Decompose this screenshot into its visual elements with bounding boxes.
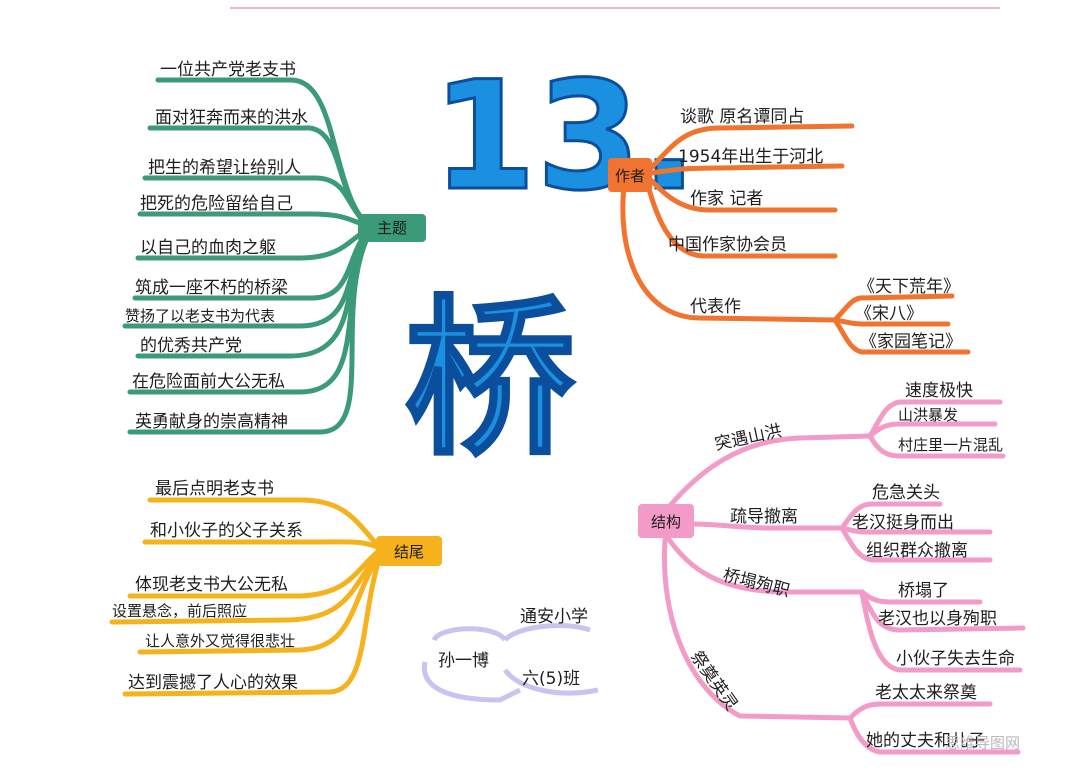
ending-hub: [376, 536, 442, 566]
theme-item-2: 面对狂奔而来的洪水: [155, 108, 308, 128]
structure-detail-1-3: 村庄里一片混乱: [898, 436, 1003, 454]
structure-detail-2-1: 危急关头: [872, 483, 940, 503]
author-item-5: 代表作: [690, 297, 741, 317]
ending-link-4: [109, 549, 383, 625]
ending-item-5: 让人意外又觉得很悲壮: [145, 632, 295, 650]
theme-item-5: 以自己的血肉之躯: [140, 238, 276, 258]
structure-link-1: [665, 433, 873, 511]
signature-link-school: [503, 622, 591, 642]
signature-class: 六(5)班: [522, 669, 580, 689]
ending-item-6: 达到震撼了人心的效果: [128, 673, 298, 693]
signature-area: 通安小学 孙一博 六(5)班: [421, 607, 599, 703]
author-link-5: [620, 175, 838, 323]
structure-section-3: 桥塌殉职: [721, 565, 792, 601]
ending-link-5: [137, 551, 383, 655]
theme-item-9: 在危险面前大公无私: [132, 372, 285, 392]
structure-section-2: 疏导撤离: [730, 507, 798, 527]
structure-link-3: [665, 535, 865, 595]
detail-link-2-3: [839, 525, 993, 563]
author-work-1: 《天下荒年》: [858, 277, 960, 297]
ending-link-1: [147, 497, 383, 551]
ending-branch: [109, 497, 383, 697]
detail-link-2-1: [839, 501, 943, 531]
structure-detail-3-3: 小伙子失去生命: [896, 649, 1015, 669]
signature-school: 通安小学: [520, 607, 588, 627]
theme-link-10: [127, 225, 375, 435]
signature-name: 孙一博: [438, 651, 489, 671]
ending-item-4: 设置悬念，前后照应: [112, 602, 247, 620]
theme-item-1: 一位共产党老支书: [160, 60, 296, 80]
structure-detail-4-2: 她的丈夫和儿子: [866, 731, 985, 751]
theme-hub-label: 主题: [377, 219, 407, 237]
author-hub: [608, 158, 652, 192]
author-item-2: 1954年出生于河北: [678, 147, 823, 167]
ending-item-2: 和小伙子的父子关系: [150, 521, 303, 541]
structure-link-2: [687, 521, 845, 531]
detail-link-4-2: [847, 715, 1021, 755]
author-work-2: 《宋八》: [855, 304, 923, 324]
author-hub-label: 作者: [615, 167, 645, 185]
structure-detail-3-2: 老汉也以身殉职: [878, 609, 997, 629]
signature-arc-lower: [421, 661, 522, 703]
works-link-1: [832, 293, 955, 323]
ending-link-6: [122, 553, 383, 697]
theme-item-6: 筑成一座不朽的桥梁: [135, 278, 288, 298]
theme-item-4: 把死的危险留给自己: [140, 194, 293, 214]
lesson-title: 桥: [405, 281, 575, 479]
author-item-1: 谈歌 原名谭同占: [680, 107, 804, 127]
ending-hub-label: 结尾: [394, 543, 424, 561]
ending-item-1: 最后点明老支书: [155, 479, 274, 499]
ending-item-3: 体现老支书大公无私: [135, 575, 288, 595]
signature-link-class: [503, 668, 599, 696]
works-link-3: [832, 317, 971, 355]
theme-hub: [358, 214, 426, 242]
structure-detail-1-1: 速度极快: [905, 381, 973, 401]
author-work-3: 《家园笔记》: [860, 332, 962, 352]
theme-item-8: 的优秀共产党: [140, 336, 242, 356]
structure-branch: [661, 399, 1026, 755]
author-link-2: [642, 163, 845, 177]
watermark: 思维导图网: [945, 734, 1020, 752]
lesson-number: 13.: [432, 50, 698, 224]
structure-section-4: 祭奠英灵: [686, 647, 741, 714]
author-link-1: [642, 123, 855, 177]
theme-link-4: [137, 211, 375, 231]
structure-detail-4-1: 老太太来祭奠: [875, 683, 977, 703]
works-link-2: [832, 317, 951, 327]
structure-detail-2-2: 老汉挺身而出: [852, 513, 954, 533]
structure-detail-3-1: 桥塌了: [898, 581, 949, 601]
theme-item-7: 赞扬了以老支书为代表: [125, 307, 275, 325]
theme-item-10: 英勇献身的崇高精神: [135, 412, 288, 432]
detail-link-4-1: [847, 701, 993, 721]
detail-link-1-3: [867, 433, 1006, 459]
ending-link-3: [127, 547, 383, 599]
structure-hub: [638, 504, 694, 538]
author-item-3: 作家 记者: [690, 189, 763, 209]
theme-item-3: 把生的希望让给别人: [148, 158, 301, 178]
structure-link-4: [661, 537, 853, 721]
detail-link-3-3: [859, 589, 1023, 673]
signature-arc: [431, 626, 508, 642]
structure-detail-2-3: 组织群众撤离: [866, 541, 968, 561]
detail-link-1-2: [867, 421, 998, 439]
structure-detail-1-2: 山洪暴发: [898, 406, 958, 424]
structure-hub-label: 结构: [651, 513, 681, 531]
author-item-4: 中国作家协会员: [668, 235, 787, 255]
ending-link-2: [142, 539, 383, 551]
